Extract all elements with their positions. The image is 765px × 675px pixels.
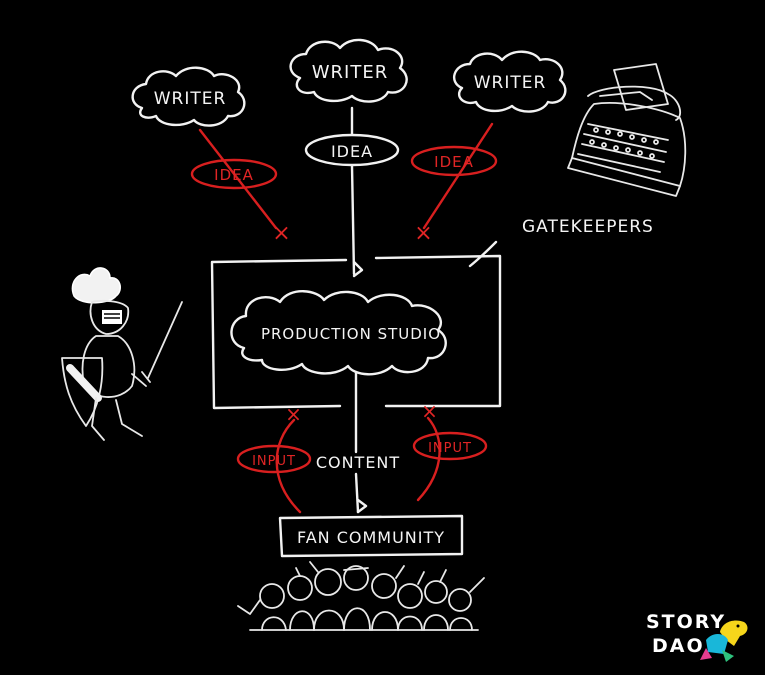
arrow-head-into-studio [352, 260, 364, 278]
logo-line-2: DAO [652, 635, 705, 657]
fan-community-label: FAN COMMUNITY [297, 528, 445, 547]
idea-label-right: IDEA [434, 153, 474, 171]
rejected-input-line-right [416, 416, 441, 502]
writer-cloud-left: WRITER [131, 66, 246, 127]
idea-oval-right: IDEA [410, 145, 498, 177]
logo-line-1: STORY [646, 611, 726, 633]
input-oval-left: INPUT [236, 444, 312, 474]
input-oval-right: INPUT [412, 431, 488, 461]
fan-community-box: FAN COMMUNITY [278, 514, 464, 558]
knight-icon [61, 267, 183, 441]
storydao-logo: STORY DAO [646, 611, 748, 662]
idea-oval-center: IDEA [304, 133, 400, 167]
input-label-left: INPUT [252, 454, 296, 469]
dinosaur-icon [700, 620, 748, 662]
arrow-head-into-fans [356, 498, 368, 514]
reject-mark-input-right: × [421, 399, 439, 423]
production-studio-cloud: PRODUCTION STUDIO [230, 290, 447, 376]
writer-label-left: WRITER [154, 89, 227, 109]
writer-cloud-center: WRITER [289, 38, 408, 103]
crowd-icon [237, 561, 485, 631]
writer-cloud-right: WRITER [452, 50, 567, 113]
flow-line-studio-to-fans [354, 370, 360, 514]
idea-label-left: IDEA [214, 166, 254, 184]
reject-mark-input-left: × [285, 402, 303, 426]
typewriter-icon [567, 63, 687, 197]
reject-mark-left: × [272, 221, 291, 246]
input-label-right: INPUT [428, 441, 472, 456]
gatekeepers-box [210, 254, 502, 410]
rejected-input-line-left [275, 418, 302, 514]
flow-line-idea-to-studio [350, 164, 356, 276]
idea-label-center: IDEA [331, 142, 373, 161]
writer-label-center: WRITER [312, 62, 389, 83]
content-label: CONTENT [316, 453, 400, 472]
writer-label-right: WRITER [474, 73, 547, 93]
idea-oval-left: IDEA [190, 158, 278, 190]
gatekeepers-pointer [468, 240, 498, 268]
rejected-line-left [198, 128, 278, 230]
production-studio-label: PRODUCTION STUDIO [261, 325, 441, 343]
gatekeepers-label: GATEKEEPERS [522, 217, 654, 237]
reject-mark-right: × [414, 221, 433, 246]
